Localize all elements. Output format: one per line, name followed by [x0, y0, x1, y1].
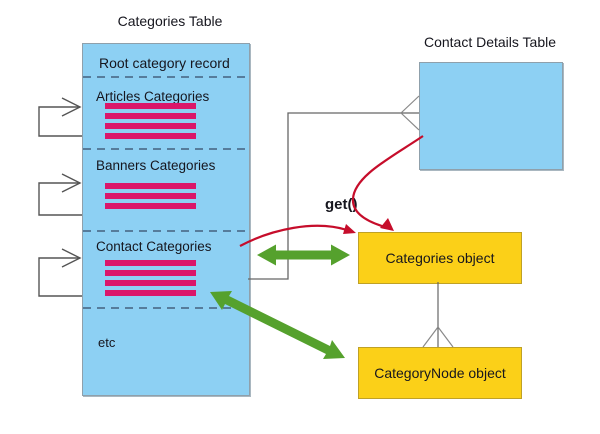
- self-reference-arrow-banners: [38, 182, 82, 216]
- categories-table-title: Categories Table: [117, 13, 223, 29]
- arrowhead-icon: [61, 248, 82, 268]
- red-arrowhead-icon: [380, 218, 394, 231]
- self-reference-arrows: [38, 97, 82, 297]
- record-bar: [105, 280, 196, 286]
- contact-record-bars: [105, 260, 196, 300]
- record-bar: [105, 183, 196, 189]
- section-label-banners-categories: Banners Categories: [96, 158, 216, 173]
- record-bar: [105, 133, 196, 139]
- articles-record-bars: [105, 103, 196, 143]
- record-bar: [105, 260, 196, 266]
- contact-details-table: [419, 62, 563, 170]
- section-label-articles-categories: Articles Categories: [96, 89, 210, 104]
- categories-object-box: Categories object: [358, 232, 522, 284]
- etc-label: etc: [98, 335, 116, 350]
- banners-record-bars: [105, 183, 196, 213]
- categorynode-object-label: CategoryNode object: [374, 365, 506, 381]
- get-call-arrow-from-table: [239, 224, 348, 247]
- self-reference-arrow-articles: [38, 106, 82, 137]
- root-category-record-label: Root category record: [99, 55, 230, 71]
- crow-foot-categorynode-icon: [422, 326, 454, 348]
- arrowhead-icon: [61, 97, 82, 117]
- arrowhead-icon: [61, 173, 82, 193]
- record-bar: [105, 103, 196, 109]
- contact-details-table-title: Contact Details Table: [423, 34, 557, 50]
- record-bar: [105, 113, 196, 119]
- record-bar: [105, 290, 196, 296]
- record-bar: [105, 203, 196, 209]
- get-method-label: get(): [325, 196, 358, 213]
- get-call-arrow-from-contact-details: [351, 135, 424, 229]
- categorynode-object-box: CategoryNode object: [358, 347, 522, 399]
- record-bar: [105, 270, 196, 276]
- categories-table: Root category record Articles Categories…: [82, 43, 250, 396]
- section-label-contact-categories: Contact Categories: [96, 239, 212, 254]
- categories-object-link-arrow: [257, 244, 350, 266]
- self-reference-arrow-contact: [38, 257, 82, 297]
- record-bar: [105, 123, 196, 129]
- red-arrowhead-icon: [343, 224, 356, 234]
- categories-object-label: Categories object: [385, 250, 495, 266]
- crow-foot-contact-details-icon: [400, 95, 420, 131]
- record-bar: [105, 193, 196, 199]
